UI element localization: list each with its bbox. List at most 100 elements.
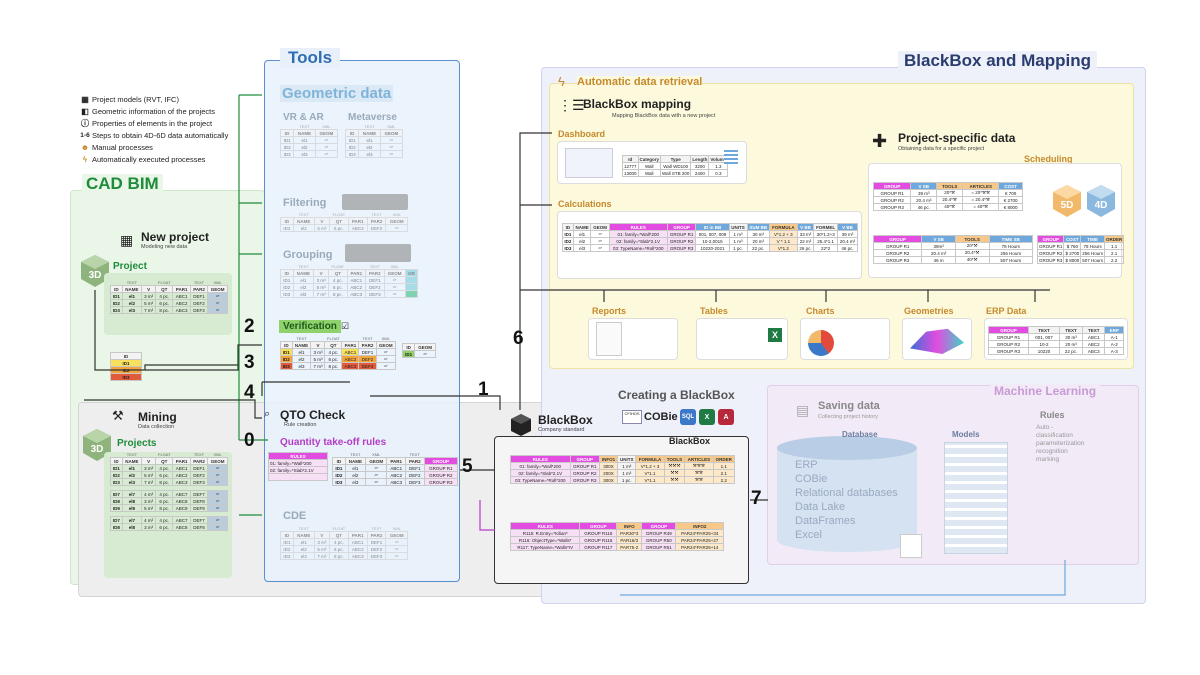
svg-text:5D: 5D (1061, 200, 1074, 211)
svg-text:4D: 4D (1095, 200, 1108, 211)
rules-item: recognition (1036, 448, 1068, 455)
project-specific-title: Project-specific data (898, 131, 1016, 145)
step-2: 2 (244, 316, 255, 337)
lightning-icon: ϟ (82, 154, 88, 164)
rules-list: Auto - classification parameterization r… (1036, 424, 1084, 464)
output-tables: Tables (700, 306, 728, 316)
metaverse-title: Metaverse (348, 112, 397, 123)
qto-check-title: QTO Check (280, 408, 346, 422)
cobie-label: COBie (644, 411, 678, 423)
ml-title: Machine Learning (990, 384, 1101, 398)
blackbox-cube-icon (510, 413, 532, 442)
database-item: ERP (795, 459, 818, 471)
creating-blackbox-title: Creating a BlackBox (618, 388, 735, 402)
new-project-title: New project (141, 230, 210, 244)
vr-ar-title: VR & AR (283, 112, 324, 123)
table-icon: ▤ (796, 402, 810, 418)
legend: ▦Project models (RVT, IFC) ◧Geometric in… (78, 93, 268, 165)
filtering-title: Filtering (283, 197, 327, 209)
qto-rules-title: Quantity take-off rules (280, 437, 387, 448)
step-7: 7 (751, 488, 762, 509)
step-0: 0 (244, 430, 255, 451)
scheduling-title: Scheduling (1024, 154, 1073, 164)
cad-bim-title: CAD BIM (82, 174, 163, 194)
geometric-data-title: Geometric data (280, 85, 394, 102)
rules-item: parameterization (1036, 440, 1085, 447)
auto-retrieval-title: Automatic data retrieval (577, 76, 703, 88)
rules-title: Rules (1040, 410, 1065, 420)
access-icon: A (718, 409, 734, 425)
project-specific-subtitle: Obtaining data for a specific project (898, 146, 985, 152)
blackbox-table-title: BlackBox (669, 436, 711, 446)
cube-5d-icon: 5D (1052, 184, 1082, 223)
projects-table-title: Projects (117, 438, 157, 449)
info-icon: ⓘ (81, 118, 89, 128)
models-title: Models (952, 430, 980, 439)
models-grid (944, 442, 1008, 554)
pie-chart-icon (808, 330, 834, 356)
legend-item: ▦Project models (RVT, IFC) (78, 93, 268, 105)
building-icon: ▦ (120, 232, 134, 248)
rules-item: Auto - (1036, 424, 1054, 431)
new-project-subtitle: Modeling new data (141, 244, 188, 250)
qto-rules-table: RULES 01: family=*Wall*200 02: family=*S… (268, 452, 328, 481)
svg-text:3D: 3D (89, 270, 102, 281)
output-charts: Charts (806, 306, 835, 316)
output-geometries: Geometries (904, 306, 954, 316)
cube-4d-icon: 4D (1086, 184, 1116, 223)
mining-subtitle: Data collection (138, 424, 175, 430)
project-table-title: Project (113, 261, 147, 272)
step-1: 1 (478, 379, 489, 400)
cube-3d-icon: 3D (80, 254, 110, 288)
step-5: 5 (462, 456, 473, 477)
excel-icon: X (768, 328, 782, 342)
database-item: COBie (795, 473, 828, 485)
cfihos-logo: CFIHOS (622, 410, 642, 424)
database-item: Data Lake (795, 501, 846, 513)
legend-item: ☻Manual processes (78, 141, 268, 153)
saving-data-subtitle: Collecting project history (818, 414, 878, 420)
sql-icon: SQL (680, 409, 696, 425)
mapping-icon: ⋮☰ (558, 97, 585, 113)
calculations-title: Calculations (558, 199, 612, 209)
mining-title: Mining (138, 410, 177, 424)
saving-data-title: Saving data (818, 400, 880, 412)
lightning-icon: ϟ (558, 74, 565, 89)
step-6: 6 (513, 328, 524, 349)
excel-icon: X (699, 409, 715, 425)
report-page (596, 322, 622, 356)
cube-icon: ◧ (81, 106, 89, 116)
database-item: Relational databases (795, 487, 898, 499)
tools-title: Tools (280, 48, 341, 68)
output-reports: Reports (592, 306, 627, 316)
grouping-title: Grouping (283, 249, 333, 261)
dashboard-widget (565, 148, 613, 178)
legend-item: ◧Geometric information of the projects (78, 105, 268, 117)
verification-title: Verification (279, 320, 341, 333)
people-icon: ☻ (80, 142, 90, 152)
cube-3d-icon: 3D (82, 428, 112, 462)
database-cylinder (776, 434, 918, 552)
blackbox-subtitle: Company standard (538, 427, 585, 433)
puzzle-icon: ✚ (872, 131, 888, 151)
svg-text:3D: 3D (91, 444, 104, 455)
cde-title: CDE (283, 510, 307, 522)
qto-check-subtitle: Rule creation (284, 422, 317, 428)
